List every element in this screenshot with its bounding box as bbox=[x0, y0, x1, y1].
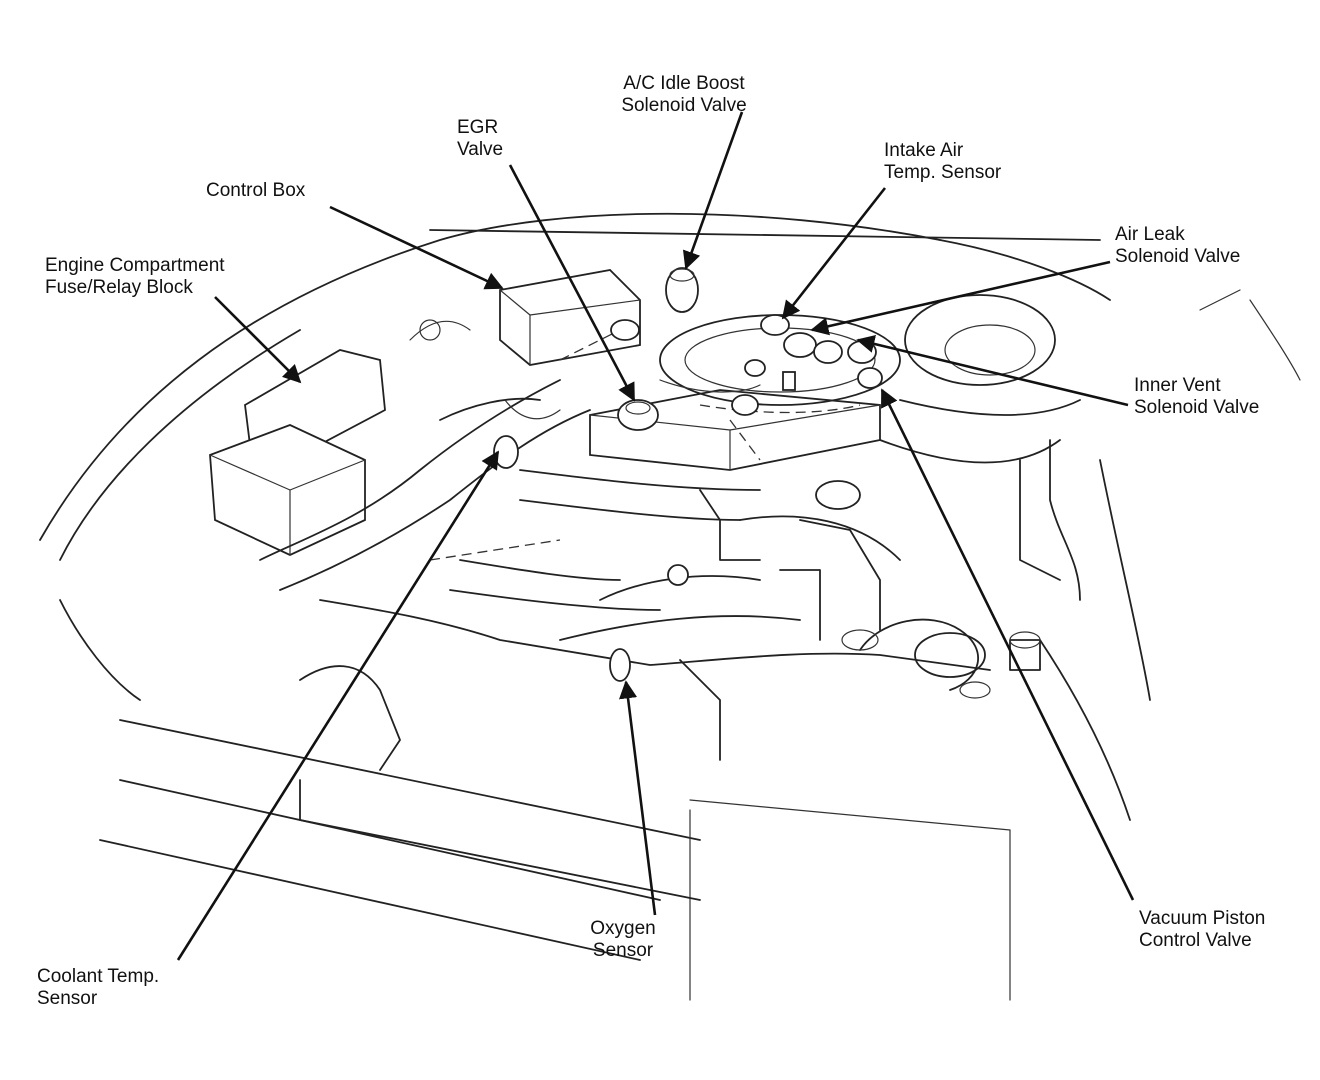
leader-air-leak bbox=[810, 260, 1111, 336]
egr-valve-part bbox=[617, 399, 659, 431]
vehicle-body-outline bbox=[39, 212, 1301, 1001]
label-intake-air-temp-sensor: Intake Air Temp. Sensor bbox=[884, 140, 1002, 183]
air-intake-hose bbox=[259, 379, 591, 591]
leader-fuse-relay bbox=[214, 296, 302, 384]
leader-oxygen-sensor bbox=[618, 680, 657, 916]
radiator-fan-assembly bbox=[879, 294, 1081, 601]
leader-vacuum-piston bbox=[880, 388, 1135, 901]
label-engine-compartment-fuse-relay-block: Engine Compartment Fuse/Relay Block bbox=[45, 255, 225, 298]
intake-manifold-runners bbox=[449, 469, 901, 641]
fuse-relay-block-drawing bbox=[209, 349, 386, 556]
leader-ac-idle-boost bbox=[682, 111, 744, 270]
leader-intake-air-temp bbox=[781, 187, 887, 320]
label-air-leak-solenoid-valve: Air Leak Solenoid Valve bbox=[1115, 224, 1241, 267]
air-leak-solenoid-part bbox=[783, 332, 843, 364]
ac-idle-boost-valve-part bbox=[665, 267, 699, 313]
label-inner-vent-solenoid-valve: Inner Vent Solenoid Valve bbox=[1134, 375, 1260, 418]
leader-control-box bbox=[329, 205, 504, 290]
engine-block bbox=[299, 599, 1041, 771]
label-oxygen-sensor: Oxygen Sensor bbox=[590, 918, 656, 961]
label-coolant-temp-sensor: Coolant Temp. Sensor bbox=[37, 966, 160, 1009]
intake-plenum bbox=[559, 314, 901, 641]
leader-inner-vent bbox=[856, 334, 1129, 407]
leader-egr-valve bbox=[508, 164, 636, 402]
misc-fittings bbox=[610, 319, 796, 586]
leader-coolant-temp bbox=[176, 450, 500, 961]
leader-lines bbox=[176, 111, 1135, 961]
wiring-harness bbox=[429, 329, 861, 561]
oxygen-sensor-part bbox=[609, 648, 631, 682]
label-egr-valve: EGR Valve bbox=[457, 117, 504, 160]
label-control-box: Control Box bbox=[206, 180, 306, 201]
label-ac-idle-boost-solenoid-valve: A/C Idle Boost Solenoid Valve bbox=[621, 73, 747, 116]
label-vacuum-piston-control-valve: Vacuum Piston Control Valve bbox=[1139, 908, 1266, 951]
control-box-drawing bbox=[409, 269, 641, 366]
intake-air-temp-sensor-part bbox=[760, 314, 790, 336]
